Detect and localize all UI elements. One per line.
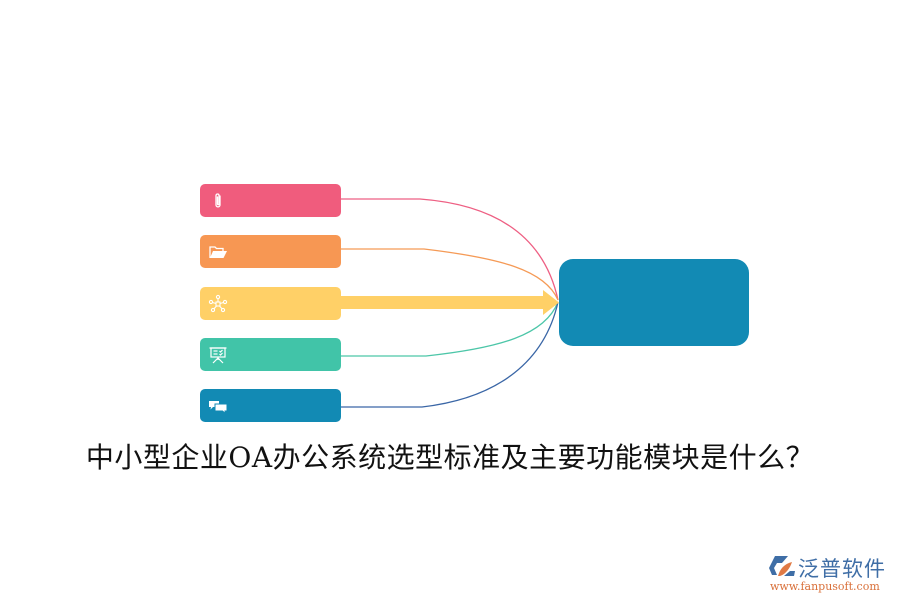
connector-network-arrowhead xyxy=(543,290,559,315)
connector-chat xyxy=(341,301,559,408)
central-topic-node[interactable] xyxy=(559,259,749,346)
network-nodes-icon xyxy=(208,294,228,312)
branch-node-presentation[interactable] xyxy=(200,338,341,371)
chat-bubbles-icon xyxy=(209,400,228,415)
paperclip-icon xyxy=(215,192,221,208)
connector-presentation xyxy=(341,301,559,357)
connector-network-shaft xyxy=(338,296,545,309)
presentation-board-icon xyxy=(209,346,227,363)
branch-node-network[interactable] xyxy=(200,287,341,320)
branch-node-attachment[interactable] xyxy=(200,184,341,217)
connector-folder xyxy=(341,248,559,301)
brand-watermark: 泛普软件 www.fanpusoft.com xyxy=(768,553,893,595)
connector-attachment xyxy=(341,198,559,301)
diagram-title: 中小型企业OA办公系统选型标准及主要功能模块是什么？ xyxy=(85,441,815,474)
watermark-brand: 泛普软件 xyxy=(798,557,886,581)
branch-node-chat[interactable] xyxy=(200,389,341,422)
folder-open-icon xyxy=(209,245,227,258)
branch-node-folder[interactable] xyxy=(200,235,341,268)
watermark-url: www.fanpusoft.com xyxy=(770,580,880,593)
fanpu-logo-icon xyxy=(769,556,795,576)
